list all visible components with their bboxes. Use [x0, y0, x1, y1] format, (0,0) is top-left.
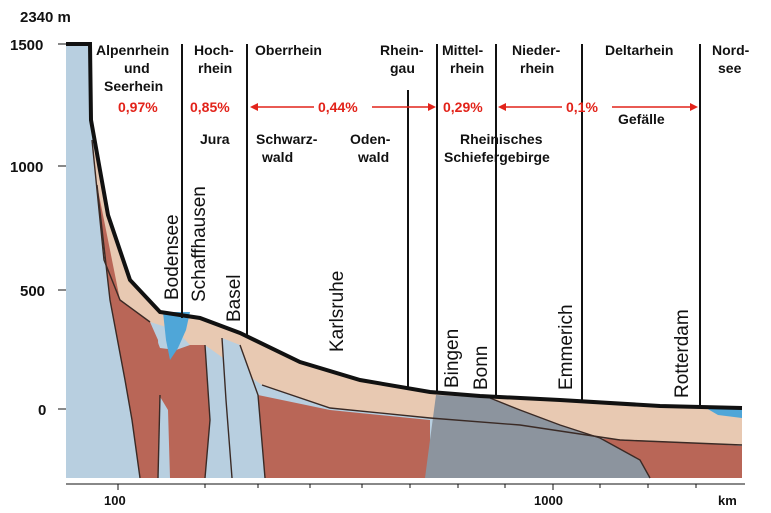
region-schiefergebirge-line2: Schiefergebirge — [444, 149, 550, 165]
y-tick-label-500: 500 — [20, 283, 45, 300]
region-schiefergebirge-line1: Rheinisches — [460, 131, 543, 147]
section-rheingau-line1: Rhein- — [380, 42, 424, 58]
section-rheingau-line2: gau — [390, 60, 415, 76]
gradient-alpenrhein: 0,97% — [118, 99, 158, 115]
section-mittelrhein-line1: Mittel- — [442, 42, 484, 58]
x-axis-unit: km — [718, 493, 737, 508]
region-jura: Jura — [200, 131, 230, 147]
city-bingen: Bingen — [442, 329, 463, 388]
x-tick-label-100: 100 — [104, 493, 126, 508]
y-tick-label-0: 0 — [38, 402, 46, 419]
gradient-hochrhein: 0,85% — [190, 99, 230, 115]
city-emmerich: Emmerich — [556, 304, 577, 390]
section-alpenrhein-line2: und — [124, 60, 150, 76]
city-bonn: Bonn — [471, 346, 492, 390]
city-rotterdam: Rotterdam — [672, 309, 693, 398]
section-oberrhein: Oberrhein — [255, 42, 322, 58]
y-tick-label-1500: 1500 — [10, 37, 43, 54]
x-minor-ticks — [118, 484, 696, 490]
city-karlsruhe: Karlsruhe — [327, 271, 348, 352]
arrow-head-left — [250, 103, 258, 111]
section-nordsee-line1: Nord- — [712, 42, 750, 58]
section-niederrhein-line2: rhein — [520, 60, 554, 76]
gradient-mittelrhein: 0,29% — [443, 99, 483, 115]
y-axis-top-label: 2340 m — [20, 9, 71, 26]
arrow-head-right — [428, 103, 436, 111]
gradient-niederrhein-delta: 0,1% — [566, 99, 598, 115]
region-schwarzwald-line1: Schwarz- — [256, 131, 318, 147]
section-mittelrhein-line2: rhein — [450, 60, 484, 76]
region-odenwald-line1: Oden- — [350, 131, 391, 147]
section-niederrhein-line1: Nieder- — [512, 42, 561, 58]
y-tick-label-1000: 1000 — [10, 159, 43, 176]
gradient-oberrhein: 0,44% — [318, 99, 358, 115]
section-seerhein: Seerhein — [104, 78, 163, 94]
x-tick-label-1000: 1000 — [534, 493, 563, 508]
gefaelle-label: Gefälle — [618, 111, 665, 127]
city-schaffhausen: Schaffhausen — [189, 186, 210, 302]
arrow-head-right — [690, 103, 698, 111]
section-hochrhein-line2: rhein — [198, 60, 232, 76]
section-deltarhein: Deltarhein — [605, 42, 673, 58]
section-hochrhein-line1: Hoch- — [194, 42, 234, 58]
arrow-head-left — [498, 103, 506, 111]
region-schwarzwald-line2: wald — [261, 149, 293, 165]
section-nordsee-line2: see — [718, 60, 742, 76]
city-bodensee: Bodensee — [162, 214, 183, 300]
section-alpenrhein-line1: Alpenrhein — [96, 42, 169, 58]
city-basel: Basel — [224, 274, 245, 322]
region-odenwald-line2: wald — [357, 149, 389, 165]
